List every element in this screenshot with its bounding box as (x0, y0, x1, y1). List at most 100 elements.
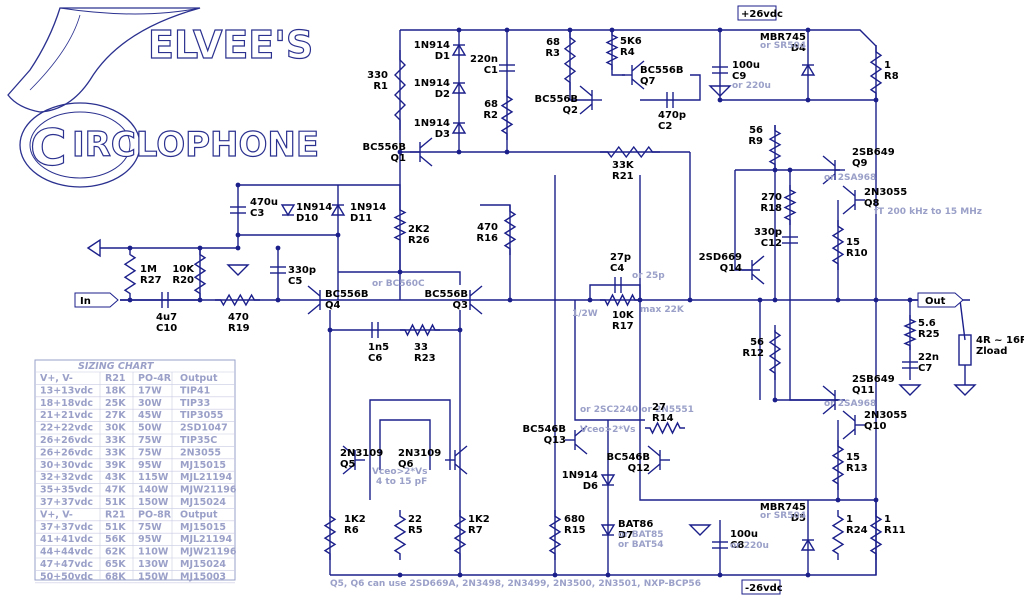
input-label: In (80, 296, 91, 307)
d11-ref: D11 (350, 213, 372, 224)
parts-layer: 1N914D11N914D21N914D3330R1BC556BQ1220nC1… (123, 27, 1024, 578)
r13-value: 15 (846, 452, 860, 463)
transistor-q13 (565, 425, 588, 455)
diode-d11 (330, 203, 346, 216)
chart-cell: 62K (105, 547, 126, 558)
chart-cell: 13+13vdc (40, 385, 93, 396)
capacitor-c7 (902, 361, 918, 369)
r15-ref: R15 (564, 525, 586, 536)
r5-ref: R5 (408, 525, 423, 536)
c1-value: 220n (470, 54, 498, 65)
r9-value: 56 (749, 125, 763, 136)
r7-value: 1K2 (468, 514, 490, 525)
chart-cell: 130W (138, 559, 169, 570)
resistor-r15 (548, 510, 562, 560)
resistor-r12 (768, 325, 782, 380)
chart-cell: 43K (105, 472, 126, 483)
chart-cell: TIP3055 (180, 410, 223, 421)
chart-cell: 30+30vdc (40, 460, 93, 471)
chart-cell: 17W (138, 385, 162, 396)
transistor-q10 (842, 410, 865, 440)
chart-cell: 37+37vdc (40, 522, 93, 533)
q7-ref: Q7 (640, 76, 656, 87)
r14-ref: R14 (652, 413, 674, 424)
r17-value: 10K (612, 310, 635, 321)
chart-cell: 95W (138, 460, 162, 471)
d3-value: 1N914 (414, 118, 450, 129)
q4-ref: Q4 (325, 300, 341, 311)
chart-cell: 75W (138, 522, 162, 533)
c4-value: 27p (610, 252, 631, 263)
chart-cell: 140W (138, 485, 169, 496)
transistor-q4 (307, 285, 330, 315)
chart-cell: 75W (138, 447, 162, 458)
resistor-r23 (400, 323, 440, 337)
r1-ref: R1 (373, 81, 388, 92)
chart-cell: 47+47vdc (40, 559, 93, 570)
r21-value: 33K (612, 160, 635, 171)
chart-cell: 75W (138, 435, 162, 446)
c2-ref: C2 (658, 121, 672, 132)
c4-ref: C4 (610, 263, 624, 274)
diode-d2 (451, 81, 467, 94)
r27-ref: R27 (140, 275, 162, 286)
d3-ref: D3 (435, 129, 450, 140)
chart-cell: MJ15024 (180, 497, 226, 508)
transistor-q2 (579, 85, 602, 115)
resistor-r19 (215, 293, 260, 307)
resistor-r1 (394, 50, 406, 130)
chart-cell: 50W (138, 423, 162, 434)
chart-cell: 33K (105, 447, 126, 458)
chart-cell: TIP41 (180, 385, 210, 396)
chart-cell: 44+44vdc (40, 547, 93, 558)
input-ground-arrow-icon (86, 238, 101, 258)
resistor-r8 (869, 45, 883, 100)
q8-alt: fT 200 kHz to 15 MHz (874, 207, 982, 217)
transistor-q7 (622, 60, 645, 90)
chart-header-cell: PO-8R (138, 509, 172, 520)
transistor-q3 (460, 285, 483, 315)
r23-value: 33 (414, 342, 428, 353)
q12-value: BC546B (607, 452, 650, 463)
r11-value: 1 (884, 514, 891, 525)
chart-cell: 26+26vdc (40, 447, 93, 458)
chart-cell: 51K (105, 497, 126, 508)
r11-ref: R11 (884, 525, 906, 536)
d7-value: BAT86 (618, 519, 653, 530)
r9-ref: R9 (748, 136, 763, 147)
c12-ref: C12 (761, 238, 782, 249)
transistor-q1 (410, 137, 433, 167)
r17-alt2: max 22K (640, 305, 685, 315)
q6-ref: Q6 (398, 459, 414, 470)
chart-cell: 110W (138, 547, 169, 558)
chart-cell: TIP35C (180, 435, 217, 446)
resistor-r11 (869, 510, 883, 560)
c9-value: 100u (732, 60, 760, 71)
d10-ref: D10 (296, 213, 318, 224)
chart-cell: 47K (105, 485, 126, 496)
c9-alt: or 220u (732, 81, 771, 91)
chart-cell: 65K (105, 559, 126, 570)
diode-d7 (600, 524, 616, 537)
chart-cell: MJ15003 (180, 571, 226, 582)
c7-value: 22n (918, 352, 939, 363)
q11-alt: or 2SA968 (824, 399, 876, 409)
transistor-q12 (647, 445, 670, 475)
c6-value: 1n5 (368, 342, 389, 353)
q4-alt: or BC560C (372, 279, 425, 289)
d6-ref: D6 (583, 481, 598, 492)
chart-cell: 39K (105, 460, 126, 471)
q8-ref: Q8 (864, 198, 880, 209)
diode-d4 (800, 63, 816, 76)
r13-ref: R13 (846, 463, 868, 474)
q6-alt: Vceo>2*Vs (372, 467, 427, 477)
resistor-r24 (831, 510, 845, 560)
resistor-r17 (600, 293, 640, 307)
chart-header-cell: V+, V- (40, 373, 73, 384)
chart-cell: 32+32vdc (40, 472, 93, 483)
c6-ref: C6 (368, 353, 382, 364)
c4-alt: or 25p (632, 271, 665, 281)
q4-value: BC556B (325, 289, 368, 300)
chart-header-cell: Output (180, 373, 218, 384)
